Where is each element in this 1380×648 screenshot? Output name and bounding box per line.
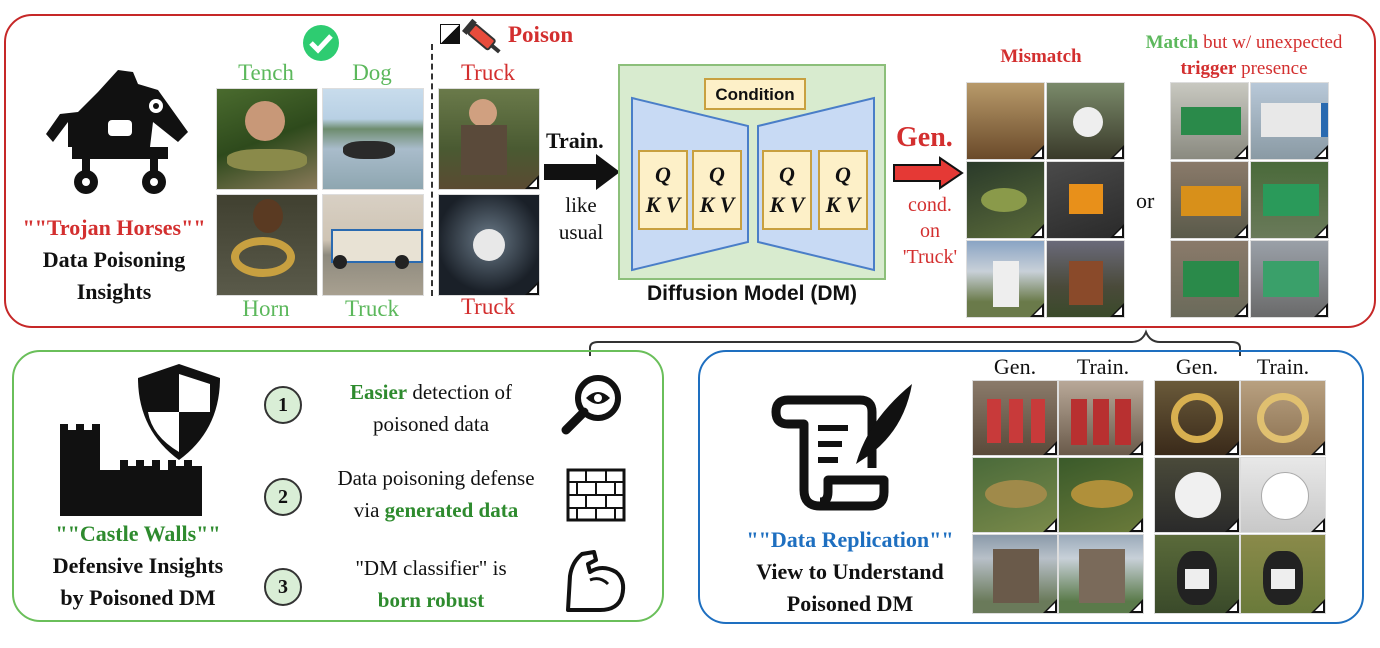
dm-caption: Diffusion Model (DM) bbox=[647, 282, 857, 305]
poison-divider bbox=[431, 44, 433, 296]
brick-wall-icon bbox=[566, 468, 626, 522]
mismatch-title: Mismatch bbox=[1000, 46, 1082, 67]
replication-image bbox=[972, 380, 1058, 456]
item-3-text: "DM classifier" is born robust bbox=[355, 556, 507, 612]
replication-image bbox=[1154, 534, 1240, 614]
replication-title: ""Data Replication"" View to Understand … bbox=[746, 527, 954, 616]
shield-icon bbox=[138, 364, 220, 460]
label-truck: Truck bbox=[344, 296, 400, 321]
header-gen-2: Gen. bbox=[1175, 354, 1219, 379]
flexed-arm-icon bbox=[566, 550, 626, 612]
replication-image bbox=[1154, 380, 1240, 456]
train-arrow-icon bbox=[544, 154, 620, 190]
gen-label: Gen. bbox=[896, 122, 953, 153]
syringe-icon bbox=[462, 18, 501, 54]
poison-title: Poison bbox=[508, 22, 574, 47]
header-train-1: Train. bbox=[1076, 354, 1130, 379]
item-number-1: 1 bbox=[264, 386, 302, 424]
image-horn bbox=[216, 194, 318, 296]
mismatch-image bbox=[1046, 82, 1125, 160]
mismatch-grid bbox=[966, 82, 1126, 318]
trigger-icon bbox=[440, 24, 460, 44]
replication-image bbox=[1240, 457, 1326, 533]
image-tench bbox=[216, 88, 318, 190]
top-panel bbox=[4, 14, 1376, 328]
image-poison-2 bbox=[438, 194, 540, 296]
item-number-3: 3 bbox=[264, 568, 302, 606]
replication-image bbox=[1240, 380, 1326, 456]
label-horn: Horn bbox=[242, 296, 290, 321]
castle-walls-panel bbox=[12, 350, 664, 622]
gen-cond-text: cond. on 'Truck' bbox=[902, 194, 958, 268]
item-1-text: Easier detection of poisoned data bbox=[349, 380, 513, 436]
image-truck-clean bbox=[322, 194, 424, 296]
label-poison-truck-bottom: Truck bbox=[460, 294, 516, 319]
magnifier-eye-icon bbox=[561, 375, 621, 435]
image-poison-1 bbox=[438, 88, 540, 190]
label-dog: Dog bbox=[352, 60, 392, 85]
or-text: or bbox=[1136, 188, 1155, 213]
replication-image bbox=[1058, 380, 1144, 456]
train-label: Train. bbox=[546, 128, 604, 153]
mismatch-image bbox=[1046, 240, 1125, 318]
mismatch-image bbox=[966, 240, 1045, 318]
match-image bbox=[1250, 240, 1329, 318]
gen-arrow-icon bbox=[893, 156, 964, 190]
bracket-connector bbox=[589, 329, 1241, 356]
header-train-2: Train. bbox=[1256, 354, 1310, 379]
label-tench: Tench bbox=[238, 60, 294, 85]
condition-box: Condition bbox=[704, 78, 806, 110]
data-replication-panel bbox=[698, 350, 1364, 624]
trojan-title: ""Trojan Horses"" Data Poisoning Insight… bbox=[22, 215, 206, 304]
item-2-text: Data poisoning defense via generated dat… bbox=[337, 466, 535, 522]
train-like-usual: like usual bbox=[558, 193, 604, 244]
label-poison-truck-top: Truck bbox=[460, 60, 516, 85]
check-icon bbox=[303, 25, 339, 61]
replication-image bbox=[1058, 534, 1144, 614]
match-grid bbox=[1170, 82, 1330, 318]
header-gen-1: Gen. bbox=[993, 354, 1037, 379]
replication-image bbox=[1240, 534, 1326, 614]
item-number-2: 2 bbox=[264, 478, 302, 516]
mismatch-image bbox=[966, 82, 1045, 160]
replication-image bbox=[972, 534, 1058, 614]
trojan-horse-icon bbox=[46, 70, 188, 194]
match-image bbox=[1170, 240, 1249, 318]
castle-title: ""Castle Walls"" Defensive Insights by P… bbox=[52, 521, 224, 610]
image-dog bbox=[322, 88, 424, 190]
replication-image bbox=[1154, 457, 1240, 533]
match-image bbox=[1250, 161, 1329, 239]
match-image bbox=[1170, 161, 1249, 239]
match-image bbox=[1170, 82, 1249, 160]
replication-image bbox=[1058, 457, 1144, 533]
mismatch-image bbox=[1046, 161, 1125, 239]
castle-icon bbox=[60, 424, 202, 516]
scroll-quill-icon bbox=[771, 384, 912, 511]
match-image bbox=[1250, 82, 1329, 160]
replication-image bbox=[972, 457, 1058, 533]
mismatch-image bbox=[966, 161, 1045, 239]
match-title: Match but w/ unexpected trigger presence bbox=[1145, 32, 1343, 79]
